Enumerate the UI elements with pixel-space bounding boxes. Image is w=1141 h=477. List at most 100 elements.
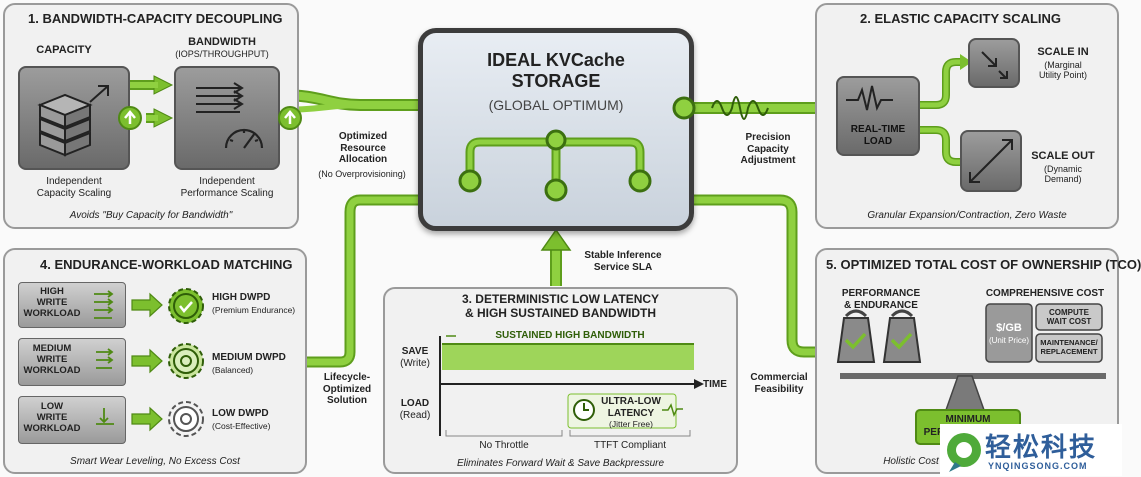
dwpd-high-sub: (Premium Endurance) <box>212 305 296 315</box>
watermark-url: YNQINGSONG.COM <box>988 461 1088 471</box>
panel5-footer: Holistic Cost <box>883 456 939 467</box>
database-icon <box>37 93 93 157</box>
sla-label: Stable Inference Service SLA <box>584 250 662 273</box>
weight-icon-2 <box>882 309 922 363</box>
workload-box-low <box>18 396 126 444</box>
save-label: SAVE <box>401 346 429 357</box>
weight-icon-1 <box>836 309 876 363</box>
center-title-line2: STORAGE <box>511 70 601 91</box>
sustained-label: SUSTAINED HIGH BANDWIDTH <box>460 330 680 342</box>
panel1-footer: Avoids "Buy Capacity for Bandwidth" <box>69 210 233 221</box>
arrow-low <box>131 406 163 432</box>
workload-label-medium: MEDIUM WRITE WORKLOAD <box>23 343 81 376</box>
up-arrow-circle-icon <box>118 106 142 130</box>
gauge-icon <box>224 128 264 149</box>
save-sub: (Write) <box>400 358 430 369</box>
arrow-medium <box>131 348 163 374</box>
ttft-bracket <box>569 430 691 437</box>
no-throttle-label: No Throttle <box>479 440 529 451</box>
panel5-title: 5. OPTIMIZED TOTAL COST OF OWNERSHIP (TC… <box>826 257 1141 272</box>
scale-in-label: SCALE IN <box>1037 46 1089 58</box>
scale-out-sub: (Dynamic Demand) <box>1043 164 1082 185</box>
latency-sub: (Jitter Free) <box>609 419 653 429</box>
gb-sub: (Unit Price) <box>988 336 1029 345</box>
throttle-bracket <box>445 430 563 437</box>
node-out-right <box>672 96 696 120</box>
dwpd-high: HIGH DWPD <box>212 292 271 303</box>
comprehensive-cost-label: COMPREHENSIVE COST <box>985 288 1105 299</box>
panel4-footer: Smart Wear Leveling, No Excess Cost <box>70 456 240 467</box>
load-label: LOAD <box>400 398 430 409</box>
time-label: TIME <box>703 379 727 390</box>
ttft-label: TTFT Compliant <box>593 440 667 451</box>
opt-alloc-label: Optimized Resource Allocation <box>338 131 388 165</box>
scale-out-label: SCALE OUT <box>1031 150 1095 162</box>
panel2-footer: Granular Expansion/Contraction, Zero Was… <box>867 210 1067 221</box>
workload-box-high <box>18 282 126 328</box>
write-arrows-high-icon <box>94 290 114 319</box>
scale-in-sub: (Marginal Utility Point) <box>1038 60 1087 81</box>
bandwidth-label: BANDWIDTH <box>188 36 256 48</box>
throughput-lines-icon <box>196 82 244 113</box>
node-center-top <box>545 129 567 151</box>
bandwidth-caption-text: Independent Performance Scaling <box>180 176 274 199</box>
center-subtitle: (GLOBAL OPTIMUM) <box>488 97 624 113</box>
capacity-caption: Independent Capacity Scaling <box>22 176 126 199</box>
bandwidth-sublabel: (IOPS/THROUGHPUT) <box>175 49 269 59</box>
panel4-title: 4. ENDURANCE-WORKLOAD MATCHING <box>40 257 293 272</box>
node-mid <box>544 178 568 202</box>
wave-signal <box>711 96 769 120</box>
trend-arrow-icon <box>89 85 109 103</box>
workload-label-high: HIGH WRITE WORKLOAD <box>23 286 81 319</box>
watermark-name: 轻松科技 <box>985 432 1098 462</box>
dwpd-low: LOW DWPD <box>212 408 269 419</box>
node-left <box>458 169 482 193</box>
write-arrows-medium-icon <box>96 348 114 369</box>
arrow-up-center <box>540 228 572 251</box>
bandwidth-caption: Independent Performance Scaling <box>170 176 284 199</box>
capacity-caption-text: Independent Capacity Scaling <box>36 176 112 199</box>
write-arrow-low-icon <box>96 408 114 425</box>
commercial-label: Commercial Feasibility <box>750 372 808 395</box>
panel3-footer: Eliminates Forward Wait & Save Backpress… <box>456 458 665 469</box>
opt-alloc-sub: (No Overprovisioning) <box>318 169 406 179</box>
panel3-title: 3. DETERMINISTIC LOW LATENCY & HIGH SUST… <box>461 292 660 320</box>
center-title: IDEAL KVCache STORAGE <box>418 50 694 91</box>
compute-wait-label: COMPUTE WAIT COST <box>1046 308 1092 327</box>
realtime-load-label: REAL-TIME LOAD <box>850 124 906 147</box>
realtime-load-box <box>836 76 920 156</box>
arrow-high <box>131 292 163 318</box>
load-sub: (Read) <box>399 410 431 421</box>
gb-label: $/GB <box>996 322 1022 334</box>
perf-endurance-label: PERFORMANCE & ENDURANCE <box>841 288 921 311</box>
up-arrow-circle-icon-2 <box>278 106 302 130</box>
sustained-bar <box>442 344 694 370</box>
node-right <box>628 169 652 193</box>
pulse-icon <box>846 85 893 111</box>
gear-icon-medium <box>168 343 204 379</box>
precision-label: Precision Capacity Adjustment <box>740 132 796 166</box>
center-title-line1: IDEAL KVCache <box>487 50 625 70</box>
panel1-title: 1. BANDWIDTH-CAPACITY DECOUPLING <box>28 11 283 26</box>
lifecycle-label: Lifecycle- Optimized Solution <box>322 372 372 406</box>
latency-label: ULTRA-LOW LATENCY <box>601 396 661 419</box>
gear-icon-low <box>168 401 204 437</box>
dwpd-medium-sub: (Balanced) <box>212 365 254 375</box>
min-cost-label: MINIMUM <box>945 414 991 425</box>
gear-icon-high <box>168 288 204 324</box>
scale-in-box <box>968 38 1020 88</box>
dwpd-medium: MEDIUM DWPD <box>212 352 286 363</box>
panel-latency <box>383 287 738 474</box>
maintenance-label: MAINTENANCE/ REPLACEMENT <box>1040 338 1098 356</box>
jitter-pulse-icon <box>662 403 683 418</box>
workload-label-low: LOW WRITE WORKLOAD <box>23 401 81 434</box>
panel2-title: 2. ELASTIC CAPACITY SCALING <box>860 11 1062 26</box>
dwpd-low-sub: (Cost-Effective) <box>212 421 271 431</box>
